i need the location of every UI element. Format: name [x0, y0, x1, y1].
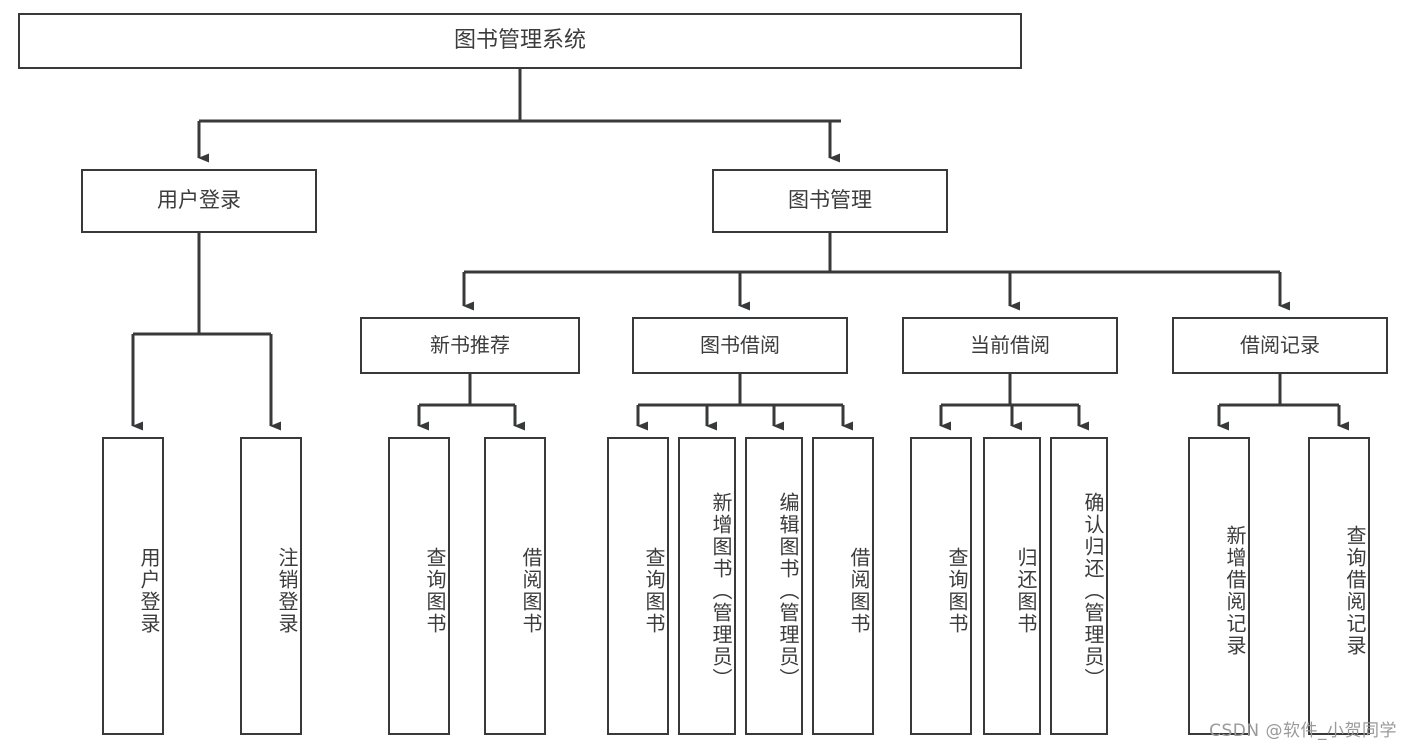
node-label: 用户登录	[157, 188, 241, 213]
node-user-login[interactable]: 用户登录	[81, 169, 317, 233]
node-borrow-record[interactable]: 借阅记录	[1172, 317, 1388, 374]
edges-bookmgmt-to-level3	[462, 233, 1290, 311]
node-leaf-add-book[interactable]: 新增图书（管理员）	[678, 437, 736, 735]
edges-borrowrecord-to-leaves	[1217, 374, 1349, 431]
node-leaf-user-login[interactable]: 用户登录	[102, 437, 164, 735]
node-label: 用户登录	[137, 547, 161, 635]
node-book-borrow[interactable]: 图书借阅	[632, 317, 848, 374]
node-leaf-borrow-book-1[interactable]: 借阅图书	[484, 437, 546, 735]
edges-currentborrow-to-leaves	[939, 374, 1089, 431]
node-leaf-borrow-book-2[interactable]: 借阅图书	[812, 437, 874, 735]
node-label: 借阅图书	[847, 547, 871, 635]
edges-bookborrow-to-leaves	[636, 374, 853, 431]
node-label: 注销登录	[275, 547, 299, 635]
node-label: 借阅记录	[1240, 333, 1320, 358]
node-label: 图书管理	[788, 188, 872, 213]
node-label: 新书推荐	[430, 333, 510, 358]
node-leaf-confirm-return[interactable]: 确认归还（管理员）	[1050, 437, 1108, 735]
node-label: 新增借阅记录	[1223, 525, 1247, 657]
node-label: 查询图书	[642, 547, 666, 635]
node-leaf-edit-book[interactable]: 编辑图书（管理员）	[745, 437, 803, 735]
node-label: 图书管理系统	[453, 28, 586, 54]
node-leaf-query-book-2[interactable]: 查询图书	[607, 437, 669, 735]
edges-root-to-level2	[197, 69, 841, 163]
node-label: 图书借阅	[700, 333, 780, 358]
node-leaf-return-book[interactable]: 归还图书	[983, 437, 1041, 735]
node-leaf-query-book-1[interactable]: 查询图书	[388, 437, 450, 735]
node-label: 查询借阅记录	[1343, 525, 1367, 657]
node-label: 归还图书	[1014, 547, 1038, 635]
node-label: 确认归还（管理员）	[1081, 492, 1105, 690]
node-label: 当前借阅	[970, 333, 1050, 358]
node-label: 新增图书（管理员）	[709, 492, 733, 690]
node-current-borrow[interactable]: 当前借阅	[902, 317, 1118, 374]
node-root-system[interactable]: 图书管理系统	[18, 13, 1022, 69]
node-leaf-logout-login[interactable]: 注销登录	[240, 437, 302, 735]
node-leaf-query-borrow-record[interactable]: 查询借阅记录	[1308, 437, 1370, 735]
node-label: 借阅图书	[519, 547, 543, 635]
csdn-watermark: CSDN @软件_小贺同学	[1209, 721, 1397, 741]
node-label: 查询图书	[945, 547, 969, 635]
node-label: 编辑图书（管理员）	[776, 492, 800, 690]
node-new-book-recommend[interactable]: 新书推荐	[360, 317, 580, 374]
node-leaf-add-borrow-record[interactable]: 新增借阅记录	[1188, 437, 1250, 735]
edges-userlogin-to-leaves	[131, 233, 281, 431]
edges-newbook-to-leaves	[417, 374, 525, 431]
node-leaf-query-book-3[interactable]: 查询图书	[910, 437, 972, 735]
node-label: 查询图书	[423, 547, 447, 635]
node-book-management[interactable]: 图书管理	[712, 169, 948, 233]
